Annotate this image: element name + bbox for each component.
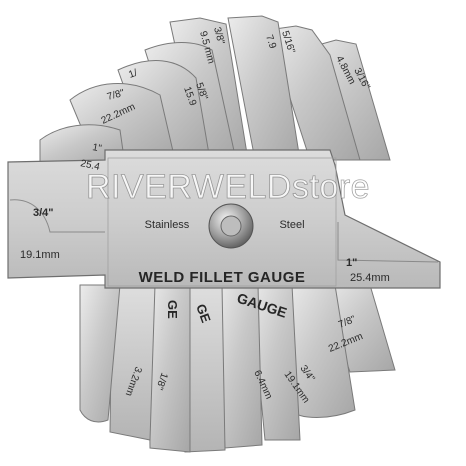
plate-left-word: Stainless [145, 219, 190, 231]
top-blade-1-inch [39, 124, 126, 166]
plate-right-fraction: 1" [346, 257, 357, 269]
plate-right-word: Steel [279, 219, 304, 231]
bottom-blade-e [79, 284, 121, 423]
plate-center-panel [107, 157, 337, 287]
bottom-partial-ge-2: GE [165, 300, 180, 319]
plate-right-mm: 25.4mm [350, 272, 390, 284]
pivot-rivet-center [220, 215, 242, 237]
top-label-1-partial: 1/ [127, 68, 139, 81]
plate-left-fraction: 3/4" [33, 207, 54, 219]
store-watermark: RIVERWELDstore [86, 168, 370, 206]
top-label-7-8: 7/8" [106, 88, 126, 103]
top-blades [39, 15, 391, 166]
bottom-partial-ge-1: GE [193, 302, 214, 325]
plate-title: WELD FILLET GAUGE [139, 269, 306, 286]
top-label-5-16-mm: 7.9 [263, 34, 278, 51]
plate-left-notch [9, 199, 105, 233]
plate-left-mm: 19.1mm [20, 249, 60, 261]
top-label-1in-mm: 25.4 [79, 158, 101, 173]
plate-right-notch [337, 222, 439, 263]
main-plate [7, 149, 441, 289]
top-blade-3-8-b [227, 15, 301, 161]
top-label-3-8: 3/8" [211, 26, 226, 46]
bottom-blades [79, 284, 396, 453]
top-label-1in: 1" [91, 142, 102, 154]
